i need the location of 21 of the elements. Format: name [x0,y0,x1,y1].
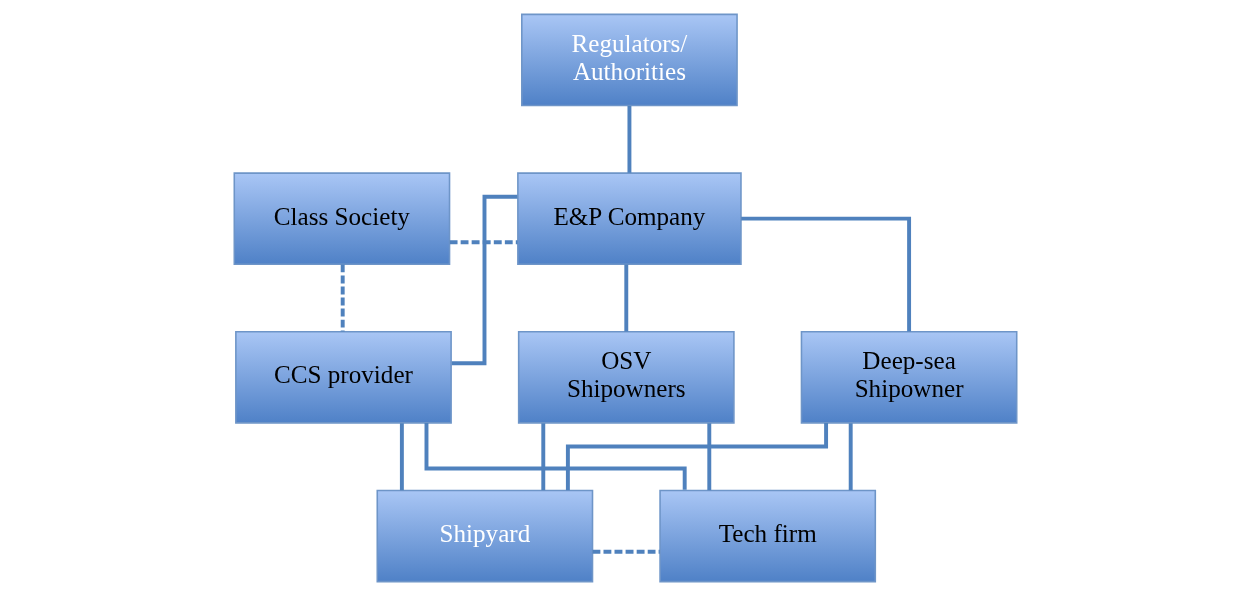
connector [741,216,912,332]
connector [399,423,404,491]
connector [848,423,853,491]
node-box: OSV Shipowners [517,331,735,424]
connector [449,240,518,245]
node-box: Deep-sea Shipowner [800,331,1018,424]
connector [451,194,518,366]
connector [424,422,687,490]
node-box: Regulators/ Authorities [521,13,738,107]
connector [340,264,345,332]
connector [707,423,712,491]
node-box: Tech firm [659,489,877,583]
connector [565,423,829,491]
connector [624,264,629,332]
node-box: Class Society [233,172,451,265]
node-box: CCS provider [235,331,452,424]
connector [627,105,632,173]
node-box: Shipyard [376,489,594,583]
node-box: E&P Company [517,172,742,265]
connector [541,423,546,491]
connector [592,549,660,554]
